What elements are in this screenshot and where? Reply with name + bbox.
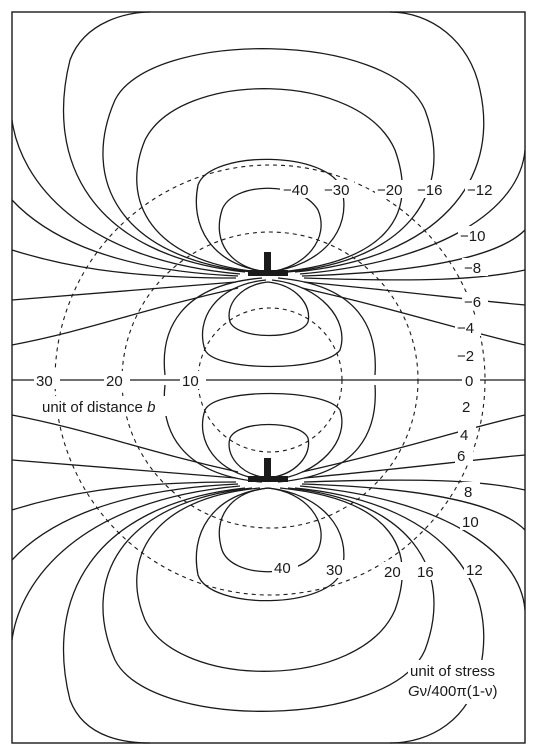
lower-dislocation-symbol bbox=[248, 458, 288, 482]
contour-inner-upper-small bbox=[228, 281, 310, 337]
lower-contours bbox=[11, 384, 526, 744]
label-pos6: 6 bbox=[457, 448, 465, 465]
contour-inner-lower-large bbox=[201, 392, 343, 481]
label-neg30: −30 bbox=[324, 182, 349, 199]
label-pos12: 12 bbox=[466, 562, 483, 579]
label-pos16: 16 bbox=[417, 564, 434, 581]
contour-pos12 bbox=[62, 487, 485, 744]
label-neg8: −8 bbox=[464, 260, 481, 277]
label-neg2: −2 bbox=[457, 348, 474, 365]
contour-neg4 bbox=[11, 281, 526, 306]
contour-neg6 bbox=[11, 249, 526, 281]
contour-neg12 bbox=[62, 11, 485, 273]
label-neg16: −16 bbox=[417, 182, 442, 199]
contour-neg30 bbox=[195, 158, 345, 273]
stress-unit-line1: unit of stress bbox=[410, 663, 495, 680]
contour-pos20 bbox=[136, 487, 403, 672]
upper-dislocation-symbol bbox=[248, 252, 288, 276]
label-neg20: −20 bbox=[377, 182, 402, 199]
contour-neg10 bbox=[11, 119, 526, 275]
label-pos20: 20 bbox=[384, 564, 401, 581]
label-axis-10: 10 bbox=[182, 373, 199, 390]
label-axis-30: 30 bbox=[36, 373, 53, 390]
label-pos8: 8 bbox=[464, 484, 472, 501]
stress-unit-line2: Gν/400π(1-ν) bbox=[408, 683, 498, 700]
label-pos4: 4 bbox=[460, 427, 468, 444]
contour-pos10 bbox=[11, 485, 526, 641]
contour-pos4 bbox=[11, 454, 526, 479]
label-neg40: −40 bbox=[283, 182, 308, 199]
label-pos2: 2 bbox=[462, 399, 470, 416]
upper-contours bbox=[11, 11, 526, 376]
label-pos40: 40 bbox=[274, 560, 291, 577]
label-neg12: −12 bbox=[467, 182, 492, 199]
label-pos10: 10 bbox=[462, 514, 479, 531]
contour-pos8 bbox=[11, 483, 526, 561]
contour-pos6 bbox=[11, 479, 526, 511]
contour-neg40 bbox=[218, 187, 322, 273]
label-zero: 0 bbox=[465, 373, 473, 390]
contour-pos30 bbox=[195, 487, 345, 602]
label-pos30: 30 bbox=[326, 562, 343, 579]
contour-neg2 bbox=[11, 287, 526, 346]
contour-inner-upper-wide bbox=[163, 277, 376, 376]
contour-inner-lower-small bbox=[228, 423, 310, 479]
diagram-frame bbox=[11, 11, 526, 744]
contour-pos2 bbox=[11, 414, 526, 473]
distance-unit-label: unit of distance b bbox=[42, 399, 155, 416]
contour-neg8 bbox=[11, 199, 526, 277]
label-neg6: −6 bbox=[464, 294, 481, 311]
label-axis-20: 20 bbox=[106, 373, 123, 390]
label-neg10: −10 bbox=[460, 228, 485, 245]
contour-neg20 bbox=[136, 88, 403, 273]
contour-neg16 bbox=[102, 48, 435, 273]
contour-pos40 bbox=[218, 487, 322, 573]
contour-pos16 bbox=[102, 487, 435, 712]
label-neg4: −4 bbox=[457, 320, 474, 337]
contour-inner-upper-large bbox=[201, 279, 343, 368]
